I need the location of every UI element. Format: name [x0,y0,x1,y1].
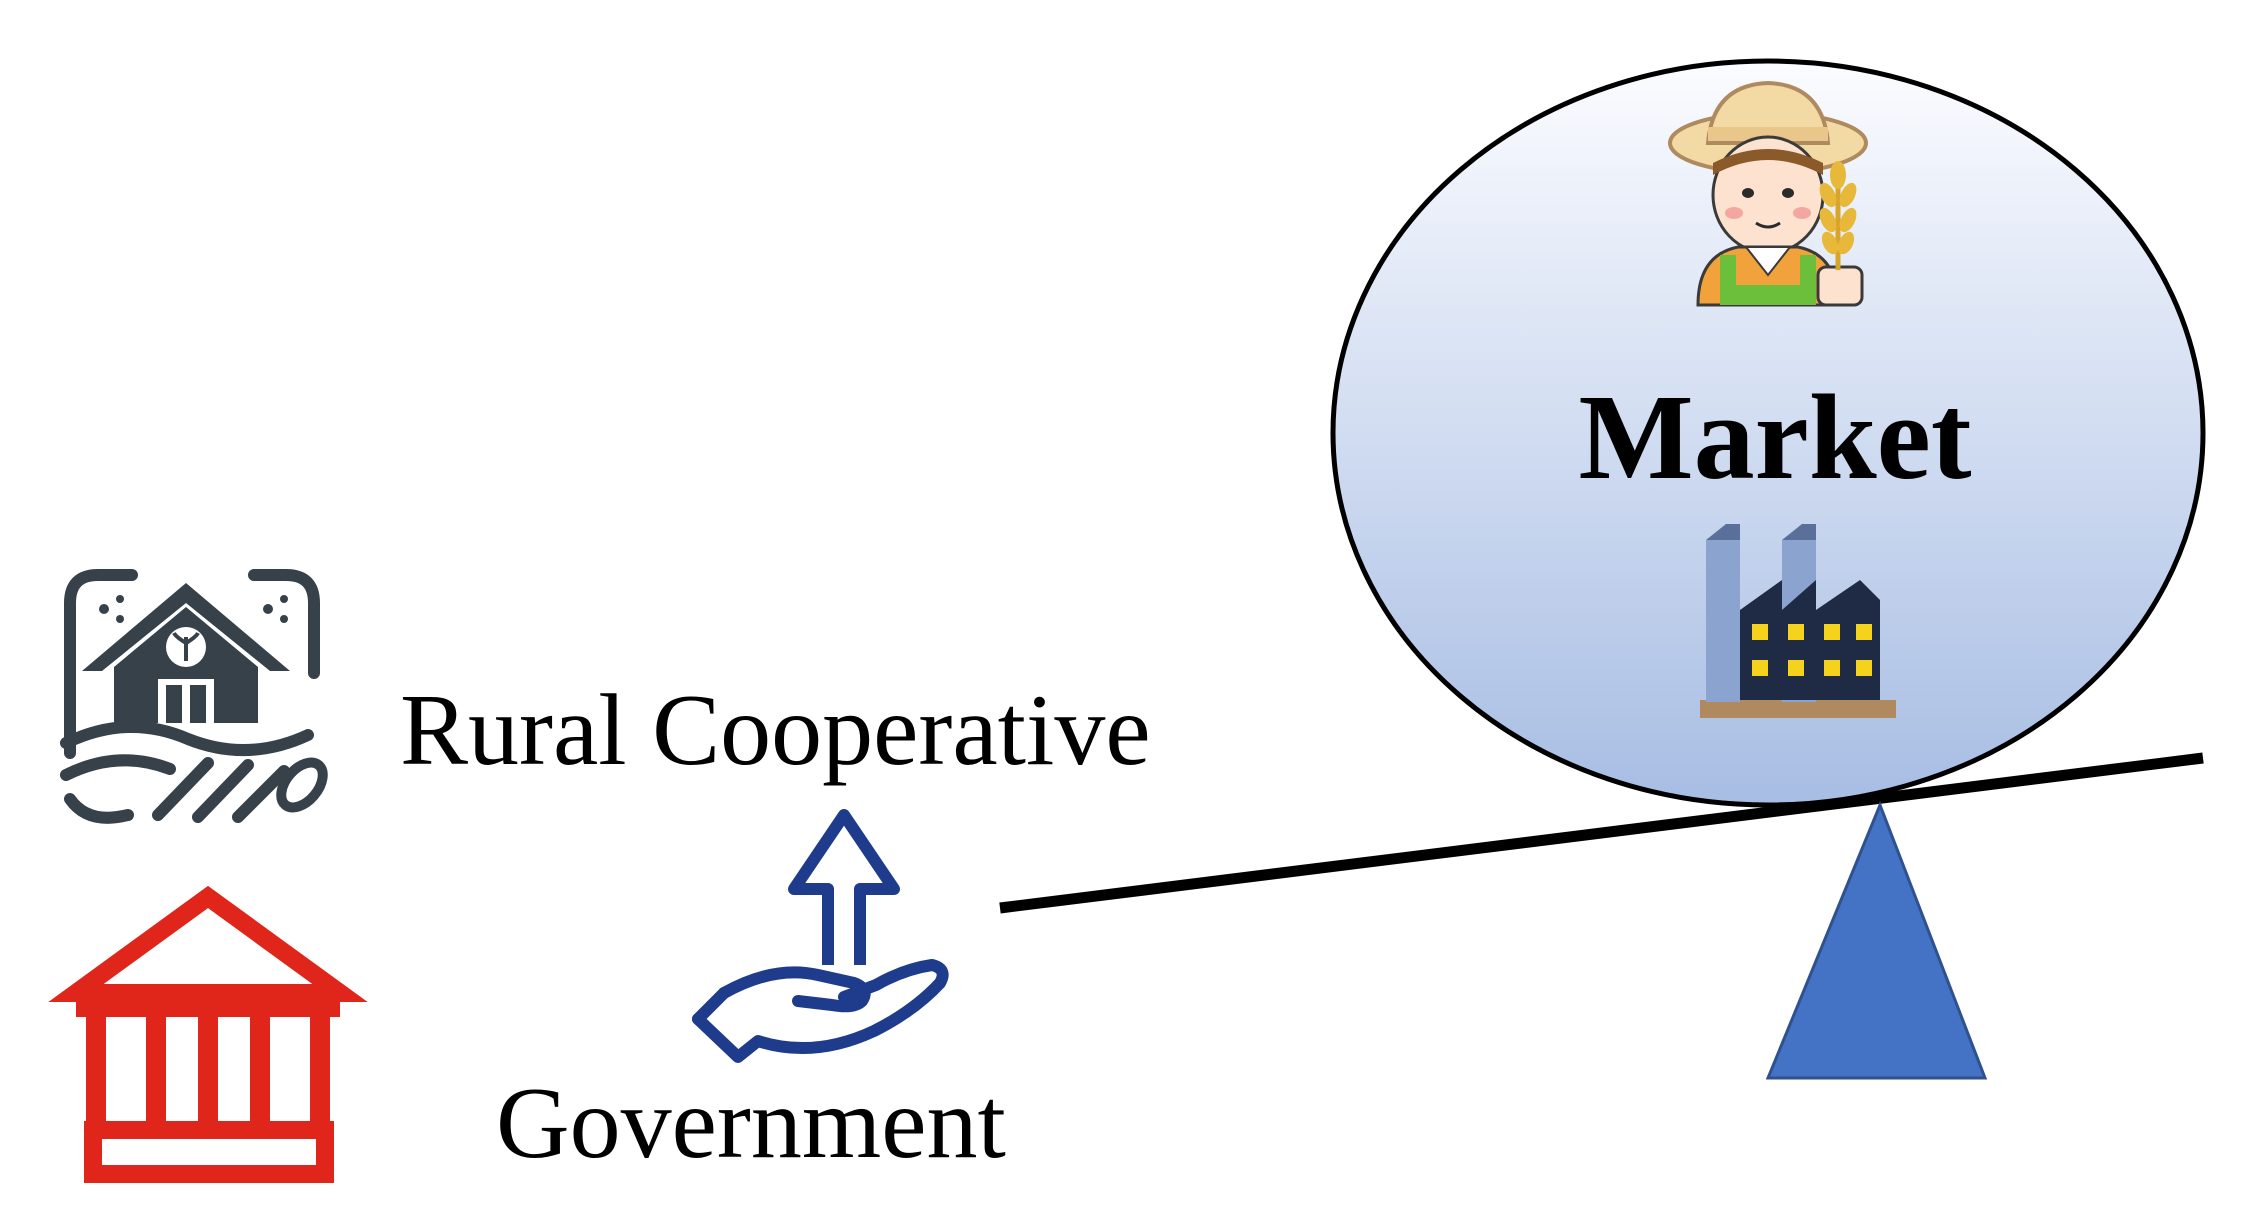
government-building-icon [48,885,368,1183]
fulcrum-triangle [1765,800,1988,1080]
hand-support-arrow-icon [692,809,949,1063]
market-label: Market [1579,370,1972,505]
lever-beam [999,752,2204,914]
rural-cooperative-label: Rural Cooperative [400,674,1151,787]
market-group: Market [1330,58,2206,808]
government-label: Government [496,1067,1006,1180]
rural-cooperative-farmhouse-icon [60,569,328,824]
factory-icon [1700,524,1896,718]
market-circle [1330,58,2206,808]
farmer-icon [1668,80,1868,307]
